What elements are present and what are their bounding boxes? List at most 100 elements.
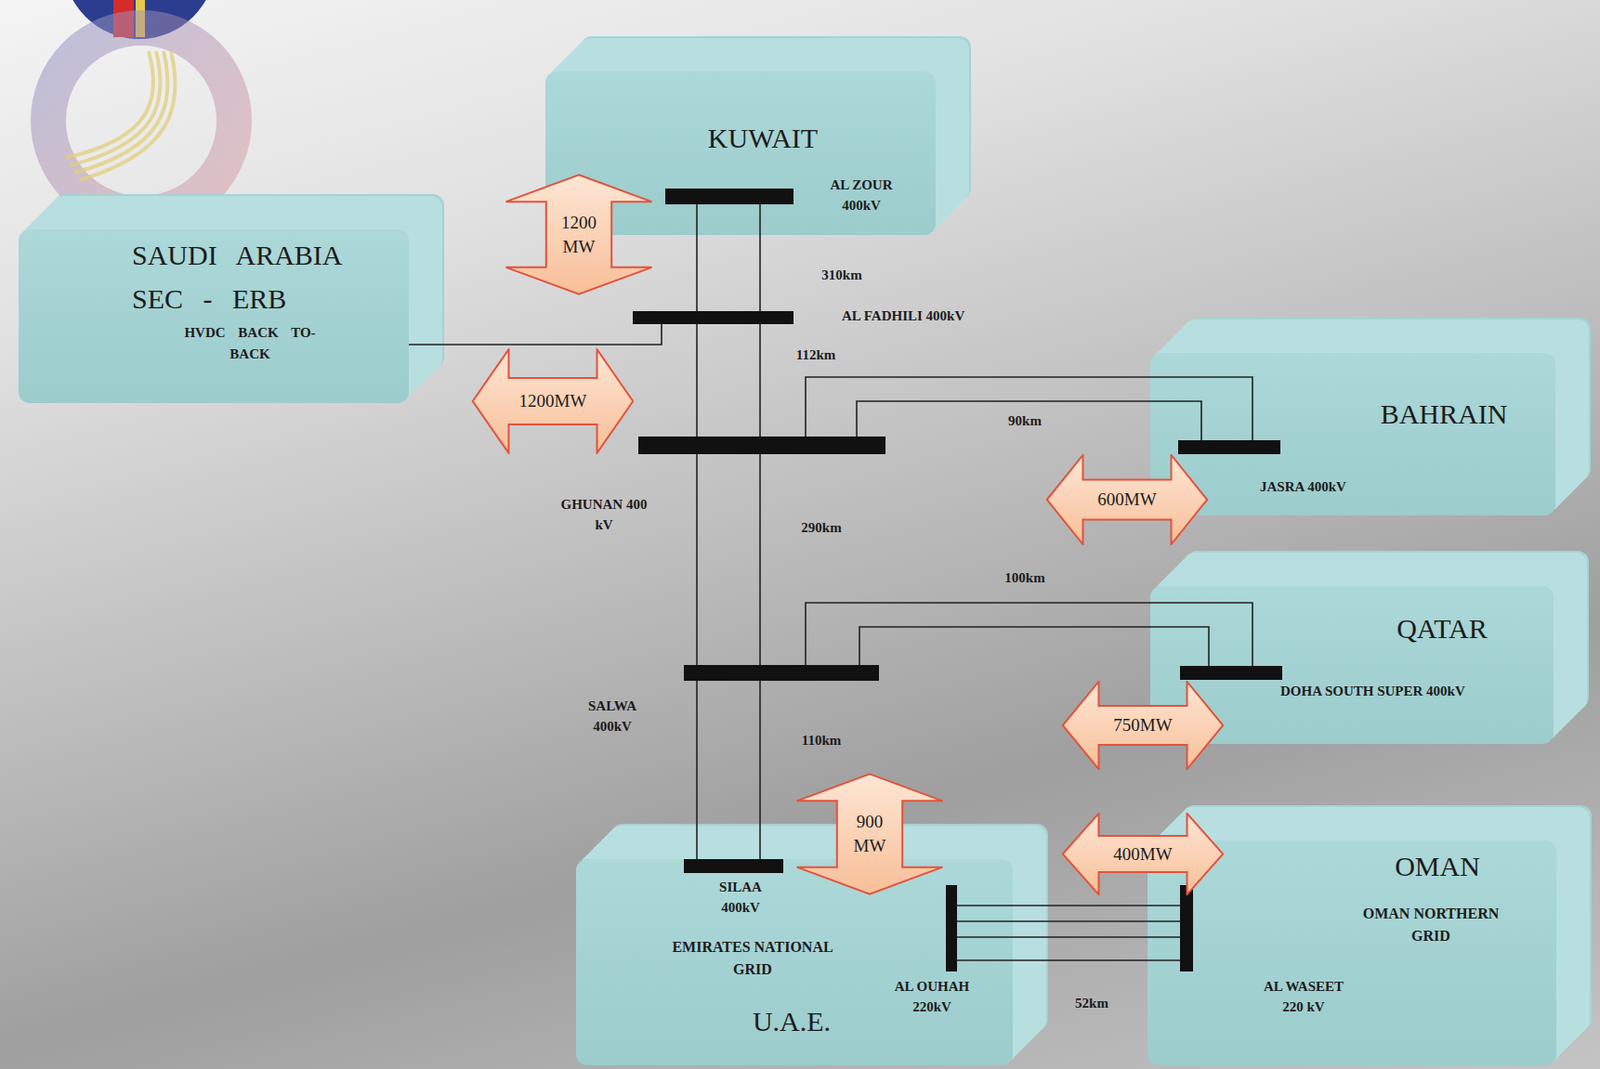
text-holder: SALWA 400kV — [570, 696, 655, 738]
flow-value: 400MW — [1113, 842, 1172, 867]
double-arrow-shape — [795, 773, 945, 896]
bus-label: SALWA 400kV — [570, 696, 655, 738]
country-box: SAUDI ARABIA SEC - ERBHVDC BACK TO- BACK — [18, 229, 409, 404]
country-box: JASRA 400kV BAHRAIN — [1150, 353, 1556, 516]
arrow-outline — [1047, 455, 1207, 545]
bus-bar: JASRA 400kV — [1178, 440, 1281, 455]
country-box: SILAA 400kV AL OUHAH 220kV EMIRATES NATION… — [576, 859, 1013, 1066]
distance-label: 100km — [1004, 570, 1045, 587]
country-name: BAHRAIN — [1341, 395, 1547, 433]
flow-value: 900 MW — [841, 810, 898, 858]
flow-arrow: 1200 MW — [504, 173, 654, 296]
bus-label: AL OUHAH 220kV — [885, 977, 979, 1019]
text-holder: HVDC BACK TO- BACK — [170, 322, 329, 365]
flow-arrow: 900 MW — [795, 773, 945, 896]
bus-label: AL FADHILI 400kV — [841, 307, 965, 327]
bus-bar: SILAA 400kV — [683, 859, 784, 874]
text-holder: EMIRATES NATIONAL GRID — [655, 936, 851, 982]
grid-label: HVDC BACK TO- BACK — [170, 322, 329, 365]
transmission-line — [805, 377, 1253, 441]
country-name: QATAR — [1339, 610, 1545, 647]
text-holder: AL WASEET 220 kV — [1252, 977, 1355, 1019]
distance-label: 110km — [801, 733, 842, 749]
arrow-outline — [797, 773, 944, 894]
double-arrow-shape — [504, 173, 654, 296]
text-holder: KUWAIT — [669, 119, 856, 157]
flow-value: 1200 MW — [550, 210, 607, 259]
text-holder: DOHA SOUTH SUPER 400kV — [1280, 682, 1466, 702]
bus-bar: AL FADHILI 400kV — [632, 311, 794, 325]
transmission-line — [408, 324, 662, 345]
transmission-line — [856, 401, 1202, 441]
arrow-outline — [1062, 681, 1223, 770]
distance-label: 290km — [800, 520, 841, 537]
transmission-line — [957, 904, 1181, 907]
bus-bar: GHUNAN 400 kV — [638, 436, 886, 455]
arrow-outline — [1062, 813, 1223, 895]
logo-cable — [65, 51, 176, 181]
label-holder: 52km — [1075, 996, 1109, 1012]
transmission-line — [759, 681, 761, 860]
bus-label: SILAA 400kV — [698, 878, 783, 919]
flow-value: 600MW — [1097, 487, 1156, 512]
bus-bar: DOHA SOUTH SUPER 400kV — [1180, 666, 1283, 681]
text-holder: U.A.E. — [698, 1003, 885, 1040]
arrow-outline — [506, 174, 653, 294]
transmission-line — [695, 324, 698, 437]
text-holder: AL FADHILI 400kV — [841, 307, 965, 327]
text-holder: AL OUHAH 220kV — [885, 977, 979, 1019]
transmission-line — [695, 454, 698, 666]
bus-label: AL ZOUR 400kV — [810, 175, 913, 217]
flow-arrow: 1200MW — [471, 348, 635, 455]
transmission-line — [805, 603, 1253, 667]
bus-label: GHUNAN 400 kV — [552, 495, 656, 537]
label-holder: 90km — [1008, 413, 1042, 430]
text-holder: OMAN — [1344, 848, 1531, 885]
country-name: OMAN — [1344, 848, 1531, 885]
label-holder: 100km — [1004, 570, 1045, 587]
transmission-line — [695, 204, 698, 312]
arrow-outline — [472, 349, 633, 454]
transmission-line — [957, 936, 1181, 939]
label-holder: 310km — [821, 267, 862, 284]
label-holder: 290km — [800, 520, 841, 537]
transmission-line — [859, 627, 1209, 667]
bus-bar: AL OUHAH 220kV — [945, 885, 958, 972]
flow-value: 750MW — [1113, 713, 1172, 738]
text-holder: OMAN NORTHERN GRID — [1351, 903, 1510, 948]
text-holder: GHUNAN 400 kV — [552, 495, 656, 537]
distance-label: 112km — [796, 347, 837, 364]
country-name: U.A.E. — [698, 1003, 885, 1040]
bus-bar: SALWA 400kV — [683, 665, 879, 682]
text-holder: BAHRAIN — [1341, 395, 1547, 433]
logo-emblem — [0, 0, 298, 261]
text-holder: SILAA 400kV — [698, 878, 783, 919]
country-box: AL WASEET 220 kV OMAN OMAN NORTHERN GRID — [1147, 840, 1557, 1066]
distance-label: 310km — [821, 267, 862, 284]
flow-arrow: 600MW — [1045, 454, 1209, 546]
country-name: KUWAIT — [669, 119, 856, 157]
label-holder: 110km — [801, 733, 842, 749]
transmission-line — [759, 204, 761, 312]
distance-label: 90km — [1008, 413, 1042, 430]
flow-value: 1200MW — [519, 389, 588, 414]
bus-label: JASRA 400kV — [1259, 478, 1347, 498]
logo-ring — [48, 27, 235, 214]
text-holder: AL ZOUR 400kV — [810, 175, 913, 217]
country-name: SAUDI ARABIA SEC - ERB — [131, 233, 393, 321]
text-holder: QATAR — [1339, 610, 1545, 647]
transmission-line — [759, 454, 761, 666]
bus-label: AL WASEET 220 kV — [1252, 977, 1355, 1019]
text-holder: SAUDI ARABIA SEC - ERB — [131, 233, 393, 321]
bus-bar: AL ZOUR 400kV — [665, 188, 794, 205]
text-holder: JASRA 400kV — [1259, 478, 1347, 498]
bus-label: DOHA SOUTH SUPER 400kV — [1280, 682, 1466, 702]
flow-arrow: 400MW — [1061, 813, 1225, 896]
grid-label: EMIRATES NATIONAL GRID — [655, 936, 851, 982]
flow-arrow: 750MW — [1061, 681, 1225, 771]
transmission-line — [695, 681, 698, 860]
grid-label: OMAN NORTHERN GRID — [1351, 903, 1510, 948]
bus-bar: AL WASEET 220 kV — [1180, 885, 1194, 972]
transmission-line — [957, 959, 1181, 962]
